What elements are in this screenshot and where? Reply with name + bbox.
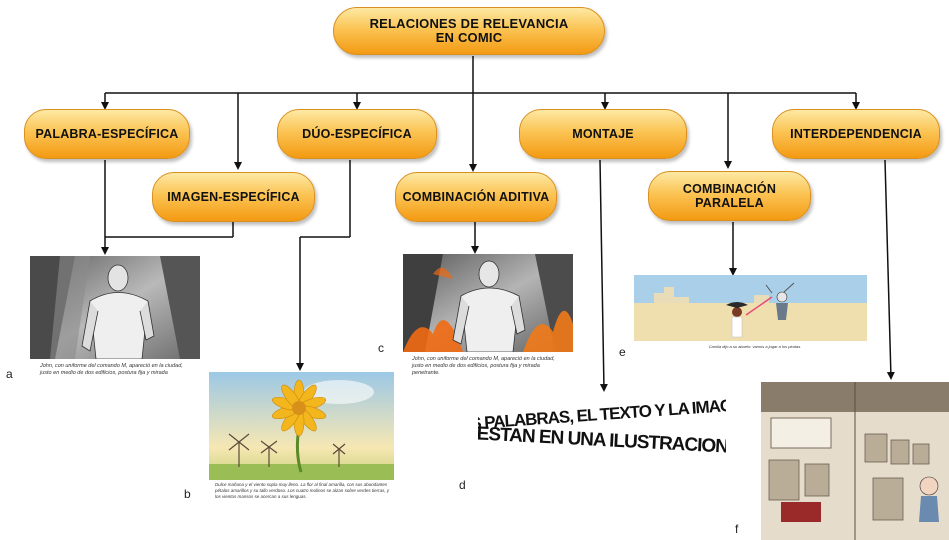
montage-line-2: ESTAN EN UNA ILUSTRACION [478,423,726,457]
node-interdependencia: INTERDEPENDENCIA [772,109,940,159]
label-f: f [735,522,739,536]
node-imagen-especifica: IMAGEN-ESPECÍFICA [152,172,315,222]
paralela-line-1: COMBINACIÓN [682,182,777,196]
montage-text-art: LAS PALABRAS, EL TEXTO Y LA IMAGEN ESTAN… [478,384,726,464]
paralela-line-2: PARALELA [695,196,764,210]
caption-b: Dulce mañana y el viento sopla muy lleno… [215,482,390,499]
node-palabra-especifica: PALABRA-ESPECÍFICA [24,109,190,159]
label-c: c [378,341,384,355]
comic-panel-f [761,382,949,540]
label-a: a [6,367,13,381]
comic-panel-c [403,254,573,352]
caption-a: John, con uniforme del comando M, aparec… [40,363,183,376]
node-combinacion-paralela: COMBINACIÓN PARALELA [648,171,811,221]
label-b: b [184,487,191,501]
node-montaje: MONTAJE [519,109,687,159]
label-e: e [619,345,626,359]
root-node: RELACIONES DE RELEVANCIA EN COMIC [333,7,605,55]
comic-panel-a [30,256,200,359]
label-d: d [459,478,466,492]
comic-panel-e [634,275,867,341]
node-combinacion-aditiva: COMBINACIÓN ADITIVA [395,172,557,222]
root-title-line-2: EN COMIC [435,30,503,45]
node-duo-especifica: DÚO-ESPECÍFICA [277,109,437,159]
caption-c: John, con uniforme del comando M, aparec… [412,356,555,376]
caption-e: Camila dijo a su abuelo: vamos a jugar a… [708,344,802,349]
comic-panel-b [209,372,394,480]
root-title-line-1: RELACIONES DE RELEVANCIA [369,16,569,31]
